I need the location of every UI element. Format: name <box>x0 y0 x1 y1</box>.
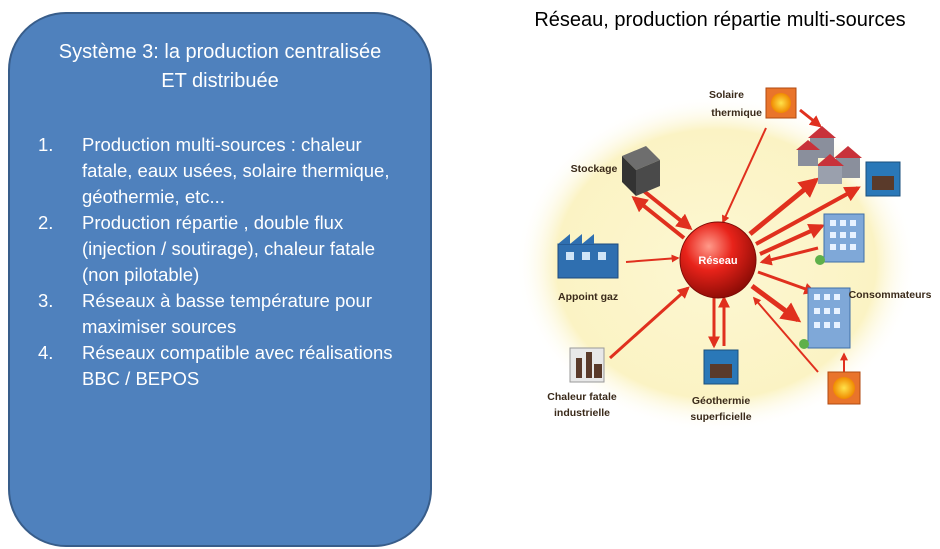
network-diagram: Réseau Solaire thermique <box>518 76 938 436</box>
network-diagram-svg: Réseau Solaire thermique <box>518 87 932 432</box>
arrow-reseau-to-building-a <box>755 186 861 246</box>
geothermal-icon <box>703 349 739 385</box>
storage-cube-icon <box>622 146 660 196</box>
feature-list: 1. Production multi-sources : chaleur fat… <box>38 132 410 392</box>
consommateurs-label: Consommateurs <box>849 289 932 301</box>
arrow-gaz-to-reseau <box>625 254 680 263</box>
system-3-panel: Système 3: la production centralisée ET … <box>8 12 432 547</box>
appoint-gaz-label: Appoint gaz <box>558 291 618 303</box>
office-building-icon <box>815 213 865 265</box>
factory-icon <box>557 234 619 279</box>
list-item: 3. Réseaux à basse température pour maxim… <box>38 288 410 340</box>
arrow-building-b-to-reseau <box>759 246 819 266</box>
arrow-stockage-to-reseau <box>638 186 693 230</box>
sun-icon <box>827 371 861 405</box>
sun-icon <box>765 87 797 119</box>
industry-icon <box>569 347 605 383</box>
arrow-chaleur-to-reseau <box>608 286 690 360</box>
arrow-reseau-to-building-b <box>759 223 825 256</box>
list-number: 1. <box>38 134 54 155</box>
arrow-reseau-to-building-c <box>757 270 817 295</box>
list-item: 1. Production multi-sources : chaleur fat… <box>38 132 410 210</box>
list-item: 2. Production répartie , double flux (inj… <box>38 210 410 288</box>
list-item: 4. Réseaux compatible avec réalisations B… <box>38 340 410 392</box>
solaire-label-1: Solaire <box>709 89 744 101</box>
list-text: Production multi-sources : chaleur fatal… <box>82 134 390 207</box>
chaleur-label-2: industrielle <box>554 407 610 419</box>
list-number: 2. <box>38 212 54 233</box>
arrow-sun-to-reseau <box>752 296 819 373</box>
flow-arrows <box>608 108 861 376</box>
list-number: 4. <box>38 342 54 363</box>
reseau-label: Réseau <box>698 255 737 267</box>
solaire-label-2: thermique <box>711 107 762 119</box>
diagram-title: Réseau, production répartie multi-source… <box>534 9 906 31</box>
arrow-reseau-to-stockage <box>631 196 686 240</box>
chaleur-label-1: Chaleur fatale <box>547 391 617 403</box>
stockage-label: Stockage <box>571 163 618 175</box>
list-text: Production répartie , double flux (injec… <box>82 212 376 285</box>
arrow-solar-to-reseau <box>722 127 767 224</box>
arrow-reseau-to-houses <box>748 177 820 236</box>
list-text: Réseaux à basse température pour maximis… <box>82 290 373 337</box>
building-icon <box>865 161 901 197</box>
arrow-solar-to-houses <box>799 108 822 128</box>
arrow-reseau-to-building-d <box>750 283 802 323</box>
houses-icon <box>796 126 862 184</box>
geo-label-2: superficielle <box>690 411 751 423</box>
list-number: 3. <box>38 290 54 311</box>
geo-label-1: Géothermie <box>692 395 751 407</box>
reseau-node <box>679 221 757 299</box>
office-building-icon <box>799 287 851 349</box>
panel-title: Système 3: la production centralisée ET … <box>58 41 382 92</box>
list-text: Réseaux compatible avec réalisations BBC… <box>82 342 393 389</box>
